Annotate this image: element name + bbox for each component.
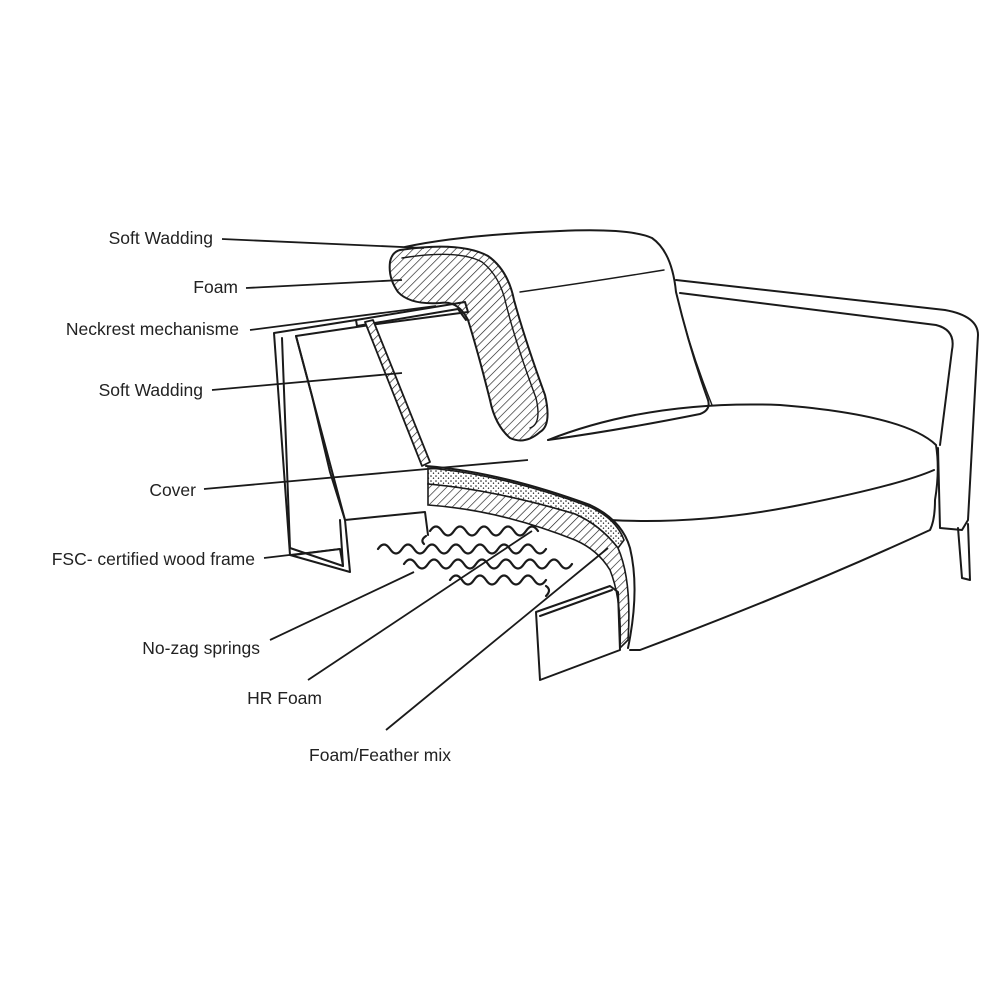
seat-hr-foam-layer (427, 483, 630, 651)
label-soft-wadding-inner: Soft Wadding (99, 380, 203, 400)
seat-section (425, 465, 636, 681)
leader-neckrest (249, 305, 437, 331)
label-cover: Cover (149, 480, 196, 500)
back-cushion-outline (404, 229, 710, 441)
neckrest-mechanism-plate (355, 308, 467, 327)
leader-soft-wadding-top (221, 238, 425, 249)
sofa-body (547, 279, 979, 651)
label-foam-feather-mix: Foam/Feather mix (309, 745, 451, 765)
leader-hr-foam (307, 530, 533, 681)
labels: Soft Wadding Foam Neckrest mechanisme So… (52, 228, 452, 765)
spring-row-2 (421, 534, 428, 546)
sofa-leg (957, 523, 971, 581)
leader-cover (203, 459, 529, 490)
label-neckrest-mechanisme: Neckrest mechanisme (66, 319, 239, 339)
leader-soft-wadding-inner (211, 372, 403, 391)
frame-side-inner (281, 337, 344, 567)
leader-springs (269, 571, 415, 641)
wood-frame (273, 301, 469, 573)
leader-foam (245, 279, 403, 289)
frame-diagonal-brace (295, 335, 346, 521)
label-wood-frame: FSC- certified wood frame (52, 549, 255, 569)
no-zag-springs (376, 525, 574, 598)
leader-foam-feather (385, 547, 609, 731)
spring-row-3 (376, 543, 548, 555)
seat-front-board (535, 585, 621, 681)
spring-row-5 (448, 574, 548, 586)
leader-wood-frame (263, 548, 341, 559)
leader-lines (203, 238, 609, 731)
back-cushion (388, 229, 710, 442)
spring-row-4 (402, 558, 574, 570)
label-soft-wadding-top: Soft Wadding (109, 228, 213, 248)
back-foam-section (388, 245, 549, 442)
sofa-arm-inner-line (679, 292, 954, 446)
seat-cushion-outline (547, 403, 939, 651)
seat-front-board-edge (539, 589, 613, 617)
frame-side-panel (273, 301, 469, 573)
back-foam-inner-line (401, 253, 539, 429)
back-wadding-strip (364, 319, 431, 467)
sofa-arm-backline (677, 299, 713, 406)
back-cushion-seam (519, 269, 665, 293)
spring-end-loop (544, 584, 551, 598)
label-springs: No-zag springs (142, 638, 260, 658)
label-foam: Foam (193, 277, 238, 297)
spring-row-1 (428, 525, 540, 537)
seat-cover-line (425, 465, 636, 649)
frame-bottom-rail (344, 511, 429, 536)
label-hr-foam: HR Foam (247, 688, 322, 708)
sofa-arm-outline (675, 279, 979, 531)
seat-cushion-front-edge (609, 469, 935, 522)
